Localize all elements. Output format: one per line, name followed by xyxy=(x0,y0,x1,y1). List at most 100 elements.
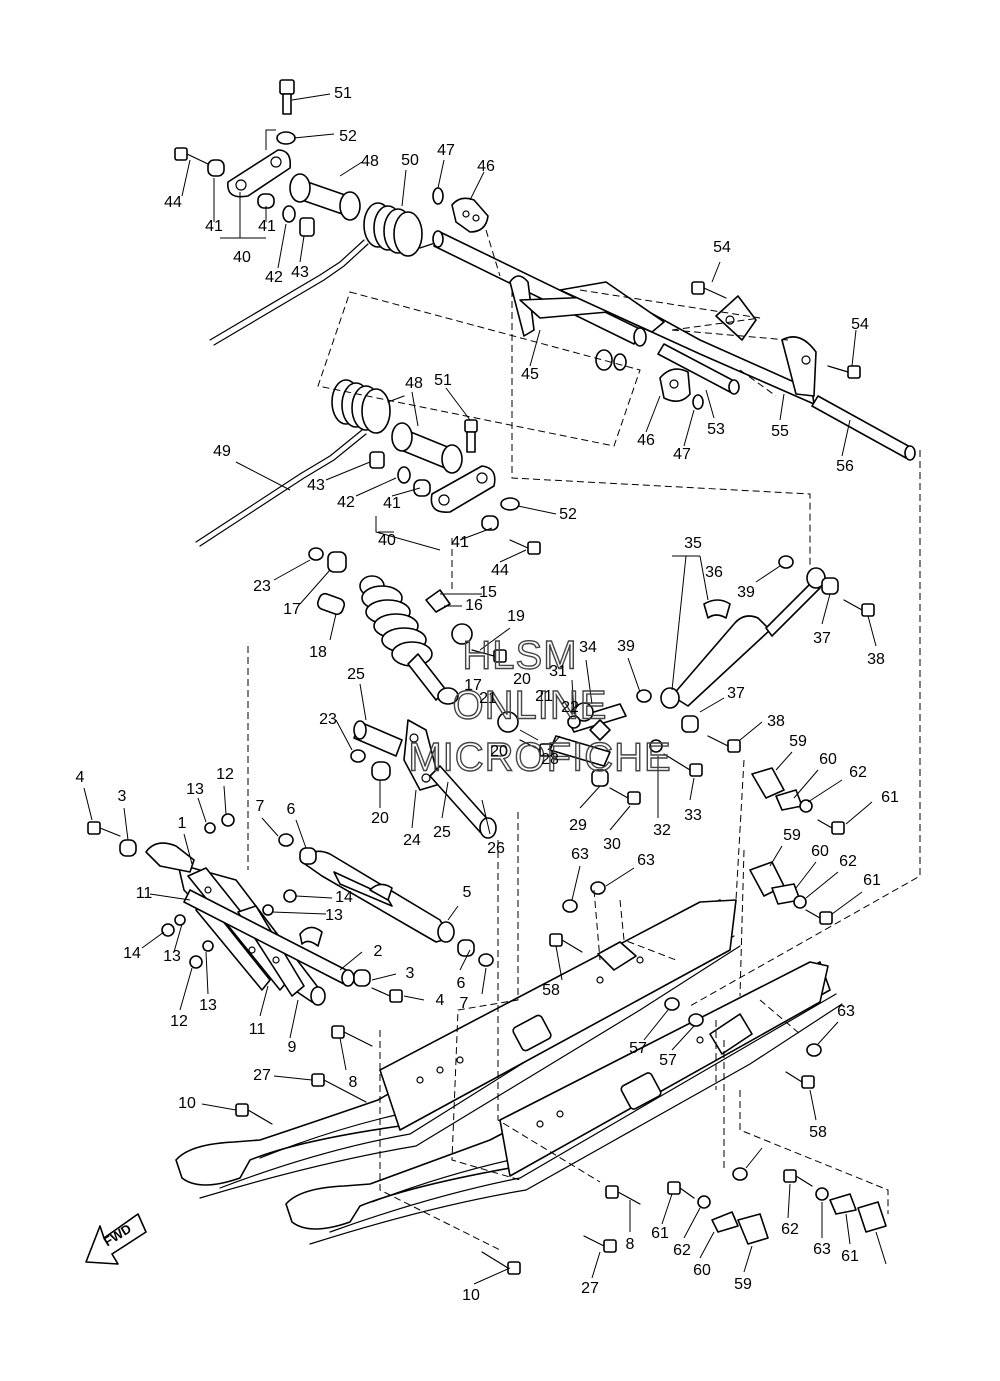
washer-57-b xyxy=(688,1013,704,1027)
callout: 49 xyxy=(213,443,231,460)
washer-62-b xyxy=(793,895,807,909)
bolt-54-b xyxy=(827,365,861,379)
callout: 21 xyxy=(479,690,497,707)
callout: 15 xyxy=(479,584,497,601)
sleeve-36 xyxy=(703,599,731,619)
forward-arrow: FWD xyxy=(85,1213,147,1265)
washer-62-a xyxy=(799,799,813,813)
spring-50-top xyxy=(209,202,451,346)
leader-lines xyxy=(83,93,887,1285)
callout: 1 xyxy=(178,815,187,832)
callout: 56 xyxy=(836,458,854,475)
callout: 6 xyxy=(287,801,296,818)
shaft-2 xyxy=(183,889,355,987)
collar-17-b xyxy=(451,623,473,645)
nut-12-b xyxy=(189,955,203,969)
callout: 5 xyxy=(463,884,472,901)
shock-absorber-35 xyxy=(660,567,826,709)
nut-52-top xyxy=(276,131,296,145)
nut-14-b xyxy=(161,923,175,937)
bolt-4-a xyxy=(87,821,121,837)
callout: 54 xyxy=(713,239,731,256)
washer-13-a xyxy=(204,822,216,834)
nut-63-c xyxy=(806,1043,822,1057)
bracket-46-top xyxy=(451,197,489,233)
callout: 62 xyxy=(673,1242,691,1259)
callout: 44 xyxy=(491,562,509,579)
watermark-line-3: MICROFICHE xyxy=(408,736,671,780)
callout: 41 xyxy=(258,218,276,235)
gear-end-45 xyxy=(595,349,627,371)
shaft-26 xyxy=(429,765,497,839)
callout: 46 xyxy=(477,158,495,175)
bolt-43-mid xyxy=(369,451,385,469)
callouts: 1 2 3 3 4 4 5 6 6 7 7 8 8 9 10 10 11 11 … xyxy=(76,85,899,1304)
callout: 17 xyxy=(283,601,301,618)
callout: 55 xyxy=(771,423,789,440)
callout: 51 xyxy=(334,85,352,102)
collar-6-b xyxy=(457,939,475,957)
nut-14-a xyxy=(283,889,297,903)
callout: 60 xyxy=(819,751,837,768)
callout: 6 xyxy=(457,975,466,992)
callout: 59 xyxy=(734,1276,752,1293)
bolt-51-top xyxy=(279,79,295,115)
callout: 7 xyxy=(460,995,469,1012)
clip-47-top xyxy=(432,187,444,205)
washer-7-b xyxy=(478,953,494,967)
washer-7-a xyxy=(278,833,294,847)
nut-23-a xyxy=(308,547,324,561)
callout: 52 xyxy=(559,506,577,523)
callout: 47 xyxy=(437,142,455,159)
nut-52-mid xyxy=(500,497,520,511)
callout: 50 xyxy=(401,152,419,169)
bolt-61-b xyxy=(805,909,833,925)
callout: 3 xyxy=(118,788,127,805)
callout: 14 xyxy=(123,945,141,962)
collar-41-mid-b xyxy=(481,515,499,531)
callout: 2 xyxy=(374,943,383,960)
callout: 37 xyxy=(813,630,831,647)
callout: 41 xyxy=(383,495,401,512)
bolt-27-a xyxy=(311,1073,367,1103)
callout: 43 xyxy=(307,477,325,494)
callout: 27 xyxy=(581,1280,599,1297)
callout: 4 xyxy=(76,769,85,786)
callout: 25 xyxy=(347,666,365,683)
callout: 41 xyxy=(205,218,223,235)
collar-3-b xyxy=(353,969,371,987)
arm-link-40-top xyxy=(227,149,292,198)
callout: 45 xyxy=(521,366,539,383)
rear-arm-frame-55 xyxy=(509,275,817,405)
washer-62-d xyxy=(815,1187,829,1201)
bolt-44-mid xyxy=(509,539,541,555)
bolt-58-b xyxy=(785,1071,815,1089)
callout: 44 xyxy=(164,194,182,211)
callout: 13 xyxy=(325,907,343,924)
callout: 58 xyxy=(809,1124,827,1141)
callout: 42 xyxy=(265,269,283,286)
callout: 4 xyxy=(436,992,445,1009)
callout: 19 xyxy=(507,608,525,625)
callout: 57 xyxy=(629,1040,647,1057)
callout: 26 xyxy=(487,840,505,857)
callout: 30 xyxy=(603,836,621,853)
callout: 9 xyxy=(288,1039,297,1056)
callout: 63 xyxy=(813,1241,831,1258)
washer-62-c xyxy=(697,1195,711,1209)
parts-layer xyxy=(87,79,916,1275)
washer-42-mid xyxy=(397,466,411,484)
collar-20-b xyxy=(497,711,519,733)
watermark-line-2: ONLINE xyxy=(453,684,608,728)
shaft-56 xyxy=(811,395,916,461)
callout: 8 xyxy=(626,1236,635,1253)
callout: 52 xyxy=(339,128,357,145)
washer-57-a xyxy=(664,997,680,1011)
callout: 23 xyxy=(253,578,271,595)
nut-63-a xyxy=(562,899,578,913)
grease-fitting-34 xyxy=(589,719,611,741)
callout: 42 xyxy=(337,494,355,511)
nut-39-a xyxy=(778,555,794,569)
callout: 40 xyxy=(233,249,251,266)
collar-41-top-a xyxy=(207,159,225,177)
